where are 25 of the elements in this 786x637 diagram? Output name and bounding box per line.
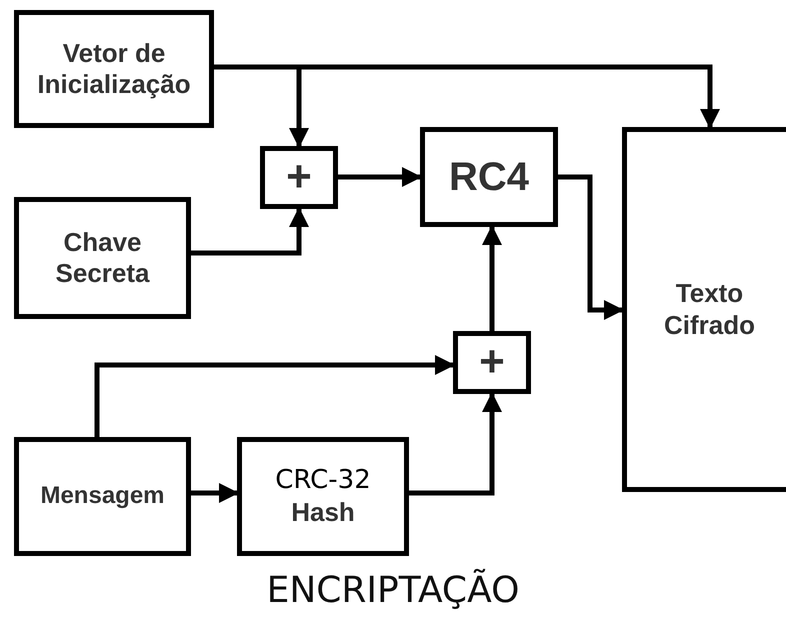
process-box	[237, 437, 409, 556]
process-box	[420, 127, 558, 227]
node-label: RC4	[448, 154, 530, 201]
operator-box	[260, 146, 338, 209]
process-box	[14, 10, 214, 128]
arrow	[191, 207, 309, 256]
arrow	[482, 225, 502, 331]
arrow	[558, 174, 624, 320]
node-label: +	[286, 151, 312, 204]
arrow	[94, 355, 455, 437]
node-label: Hash	[291, 496, 355, 528]
caption: ENCRIPTAÇÃO	[266, 570, 520, 611]
node-label: Chave Secreta	[54, 226, 151, 290]
arrow	[191, 483, 239, 503]
node-title: CRC-32	[275, 465, 371, 496]
process-box	[622, 127, 786, 492]
process-box	[14, 197, 191, 319]
process-box	[14, 437, 191, 556]
node-label: Mensagem	[40, 482, 165, 511]
node-label: Texto Cifrado	[663, 278, 756, 341]
arrow	[338, 167, 422, 187]
arrow	[409, 392, 502, 496]
node-label: Vetor de Inicialização	[36, 38, 192, 100]
operator-box	[453, 331, 531, 394]
node-label: +	[479, 336, 505, 388]
